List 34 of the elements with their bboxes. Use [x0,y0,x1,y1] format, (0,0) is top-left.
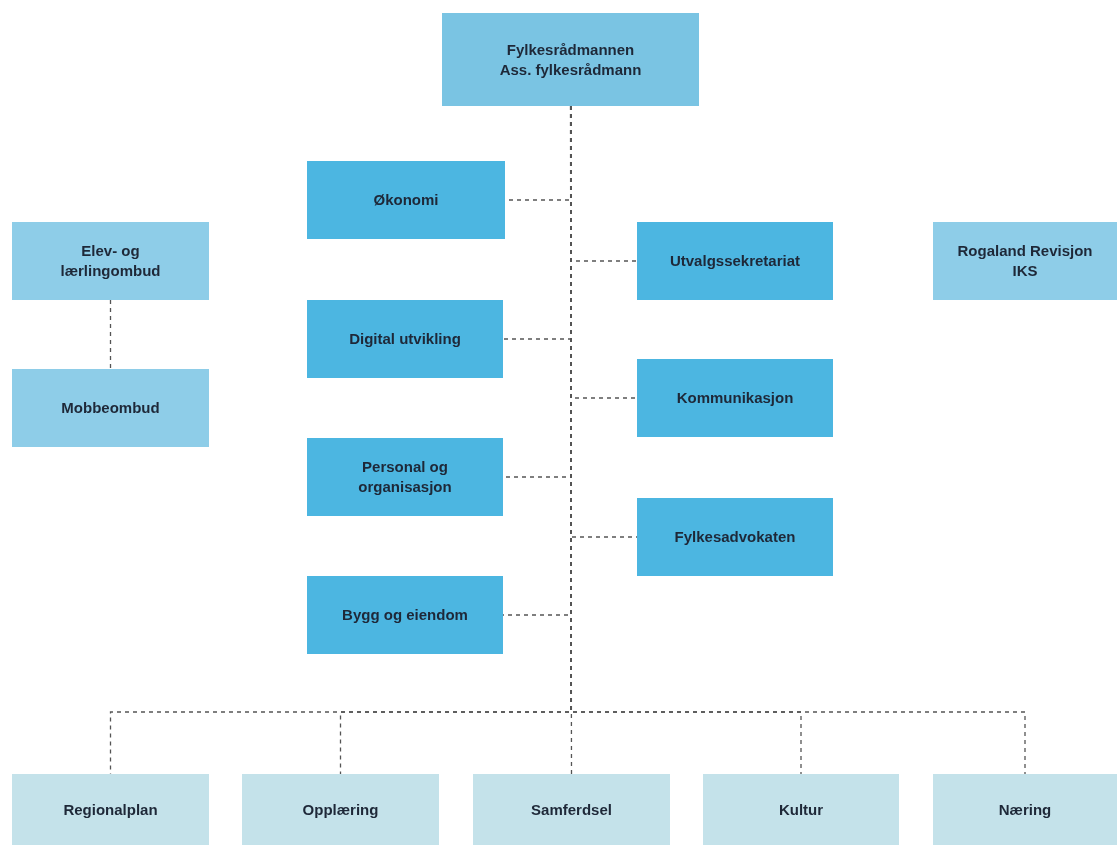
org-box [307,576,503,654]
org-box [307,161,505,239]
unit-name: Fylkesrådmannen [506,39,635,60]
unit-name: Bygg og eiendom [342,605,468,625]
unit-name: Økonomi [373,190,439,210]
org-box [637,498,833,576]
unit-name: Utvalgssekretariat [669,251,801,271]
org-box [933,222,1117,300]
unit-name: Rogaland Revisjon IKS [956,241,1094,281]
org-box [933,774,1117,845]
connector-line [109,299,112,370]
unit-name: Regionalplan [63,799,158,820]
org-box [12,222,209,300]
org-box [473,774,670,845]
org-box [12,369,209,447]
org-box [12,774,209,845]
org-box [703,774,899,845]
org-box [307,438,503,516]
unit-name: Elev- og lærlingombud [59,241,162,281]
unit-name: Opplæring [302,799,379,820]
unit-name: Samferdsel [531,799,612,820]
unit-name: Næring [998,799,1052,820]
unit-name: Digital utvikling [349,329,461,349]
unit-name: Ass. fylkesrådmann [499,59,642,80]
org-box [637,222,833,300]
org-box [307,300,503,378]
unit-name: Mobbeombud [61,398,160,418]
unit-name: Kultur [778,799,824,820]
org-box [242,774,439,845]
org-box [637,359,833,437]
unit-name: Personal og organisasjon [357,457,453,497]
unit-name: Fylkesadvokaten [674,527,796,547]
org-box [442,13,699,106]
unit-name: Kommunikasjon [676,388,794,408]
